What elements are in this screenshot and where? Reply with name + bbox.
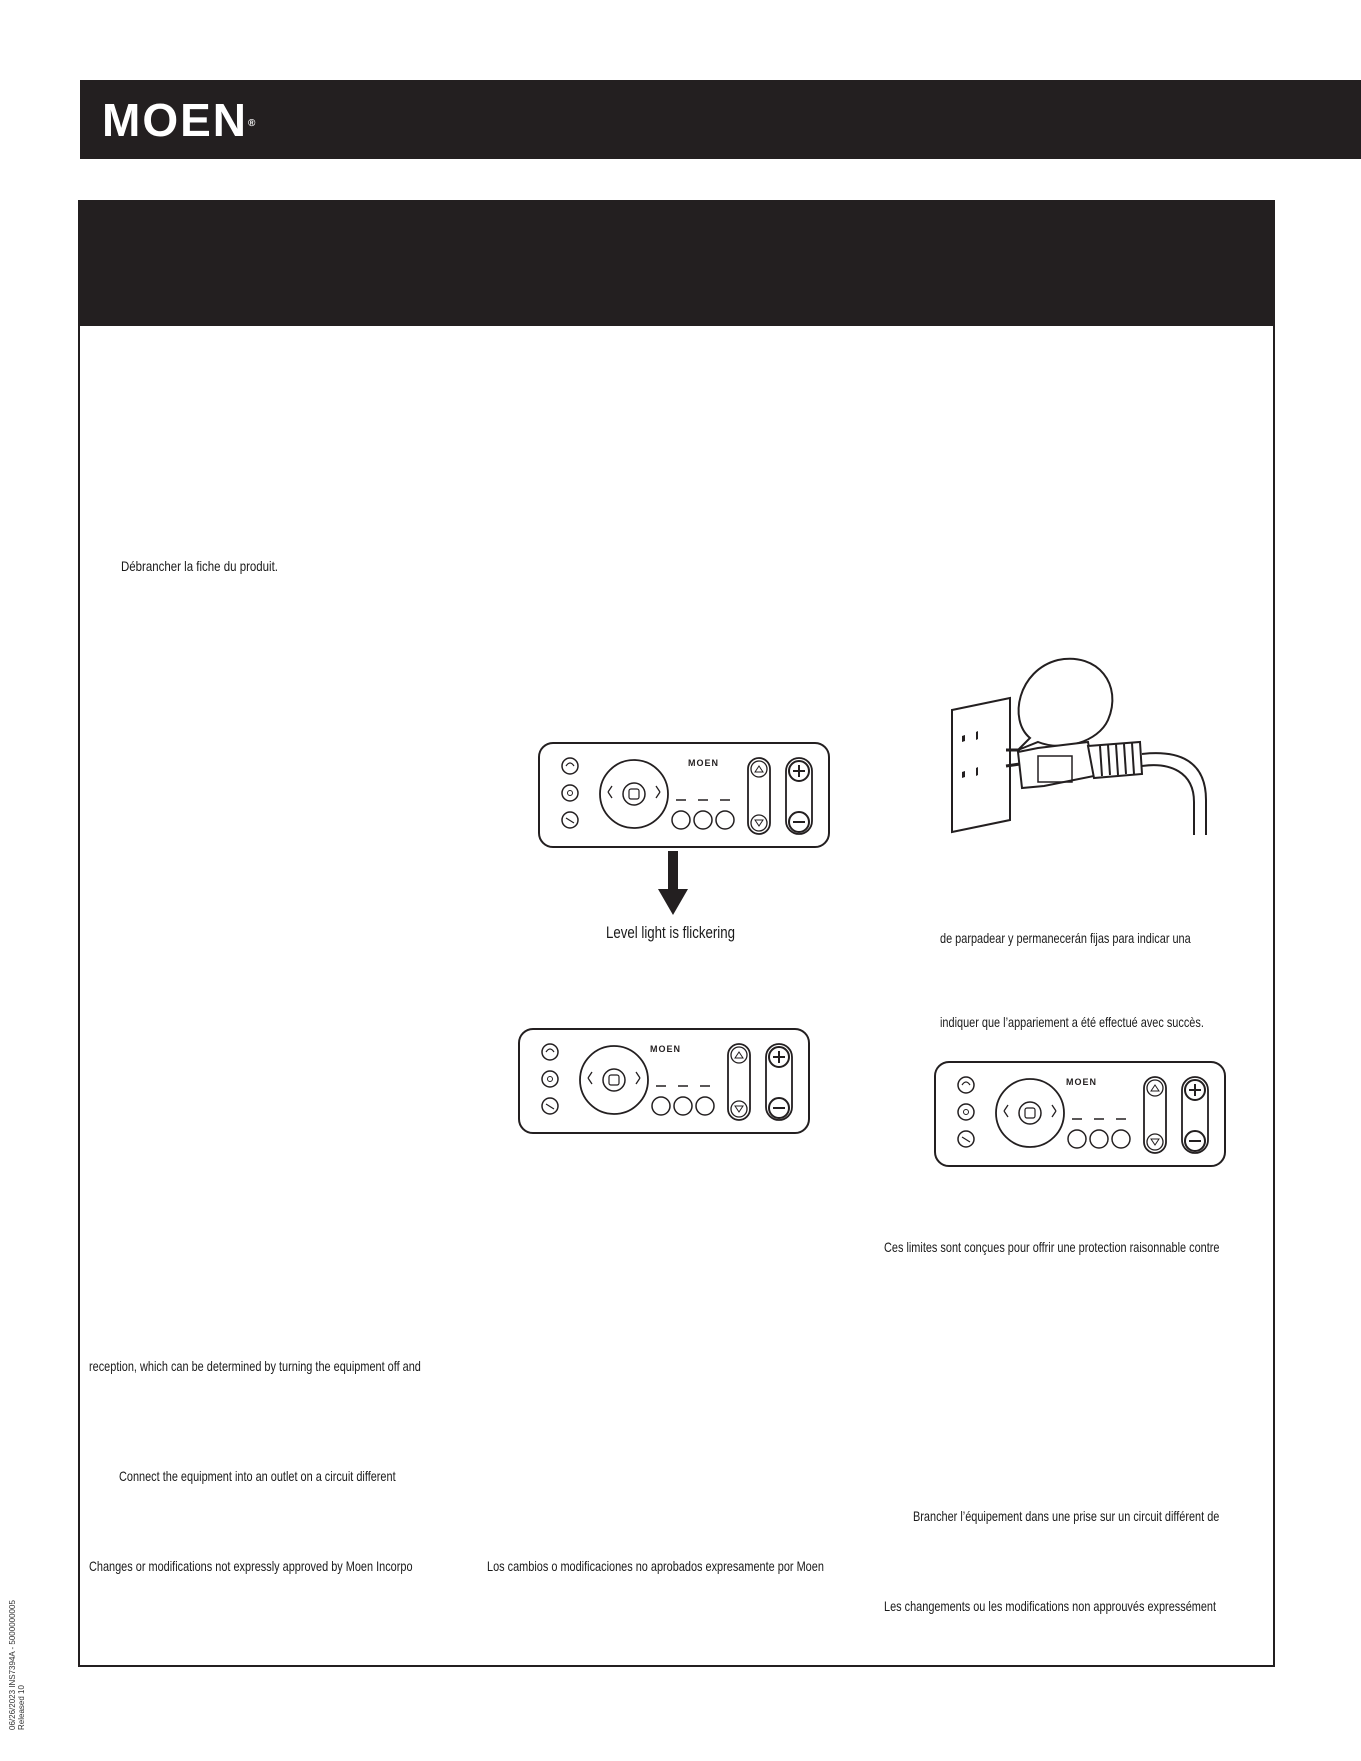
- es-parpadear-text: de parpadear y permanecerán fijas para i…: [940, 930, 1191, 946]
- wall-outlet-icon: [951, 696, 1011, 834]
- remote-control-icon: MOEN: [934, 1061, 1226, 1167]
- moen-logo: MOEN®: [102, 94, 255, 146]
- en-changes-text: Changes or modifications not expressly a…: [89, 1558, 413, 1574]
- fr-appariement-text: indiquer que l’appariement a été effectu…: [940, 1014, 1204, 1030]
- logo-text: MOEN: [102, 94, 248, 146]
- remote-brand-label: MOEN: [1066, 1077, 1097, 1087]
- fr-brancher-text: Brancher l’équipement dans une prise sur…: [913, 1508, 1220, 1524]
- power-plug-icon: [951, 657, 1207, 835]
- document-margin-note: 06/26/2023 INS7394A - 5000000005 Release…: [8, 1600, 26, 1730]
- registered-mark: ®: [248, 118, 256, 129]
- content-frame: [78, 200, 1275, 1667]
- brand-header-bar: [80, 80, 1361, 159]
- remote-brand-label: MOEN: [650, 1044, 681, 1054]
- arrow-down-icon: [658, 851, 688, 915]
- remote-brand-label: MOEN: [688, 758, 719, 768]
- remote-control-icon: MOEN: [538, 742, 830, 848]
- fr-unplug-text: Débrancher la fiche du produit.: [121, 558, 278, 574]
- margin-note-line1: 06/26/2023 INS7394A - 5000000005: [8, 1600, 17, 1730]
- speech-bubble-icon: [1017, 657, 1114, 751]
- en-reception-text: reception, which can be determined by tu…: [89, 1358, 421, 1374]
- en-connect-text: Connect the equipment into an outlet on …: [119, 1468, 396, 1484]
- margin-note-line2: Released 10: [17, 1685, 26, 1730]
- es-cambios-text: Los cambios o modificaciones no aprobado…: [487, 1558, 824, 1574]
- fr-changements-text: Les changements ou les modifications non…: [884, 1598, 1217, 1614]
- remote-control-icon: MOEN: [518, 1028, 810, 1134]
- level-light-caption: Level light is flickering: [606, 923, 735, 942]
- fr-limites-text: Ces limites sont conçues pour offrir une…: [884, 1239, 1220, 1255]
- section-header-bar: [80, 202, 1273, 326]
